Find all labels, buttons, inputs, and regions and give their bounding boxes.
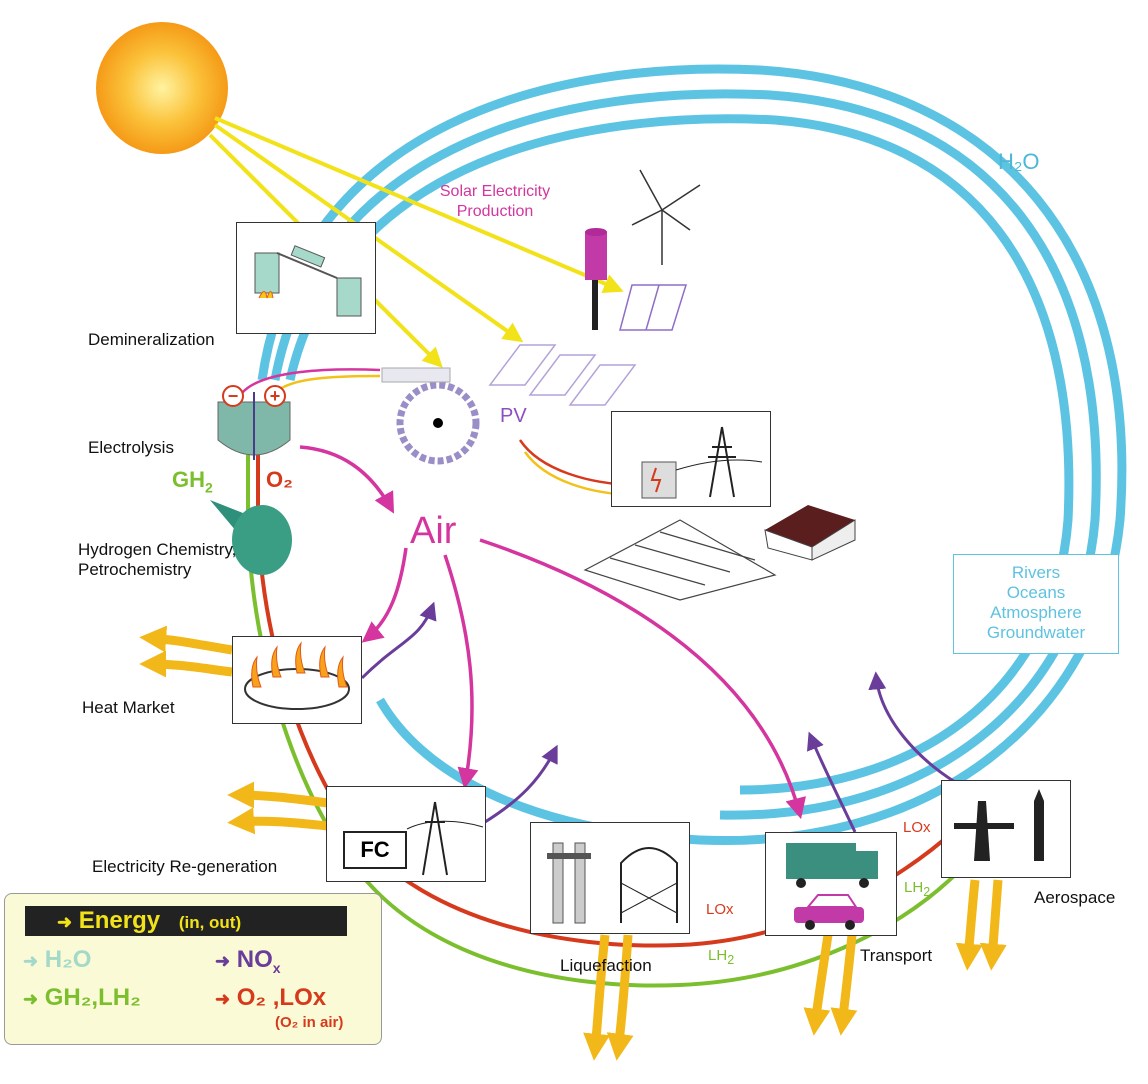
legend-gh2-lh2: ➜ GH₂,LH₂ — [23, 984, 141, 1012]
water-reservoirs-box: Rivers Oceans Atmosphere Groundwater — [953, 554, 1119, 654]
legend-energy-bar — [25, 906, 347, 936]
car-icon — [794, 894, 864, 930]
h2o-label: H₂O — [998, 149, 1040, 174]
lox-label-liquefaction: LOx — [706, 901, 734, 918]
house-icon — [764, 505, 856, 561]
electrolysis-label: Electrolysis — [88, 438, 174, 457]
rivers-text: Rivers — [1011, 563, 1061, 582]
legend-h2o-text: H₂O — [44, 946, 92, 973]
power-pylon-icon-2 — [406, 801, 484, 876]
wind-turbine-icon — [631, 169, 701, 265]
grid-connection-panel — [611, 411, 771, 507]
distillation-icon — [254, 245, 362, 317]
power-pylon-icon — [641, 426, 763, 499]
lh2-label-transport: LH2 — [904, 878, 930, 902]
lh2-label-liquefaction: LH2 — [708, 946, 734, 970]
lh2-label-liquefaction-sub: 2 — [727, 953, 735, 967]
legend-h2o: ➜ H₂O — [23, 946, 91, 974]
legend-o2-arrow-icon: ➜ — [215, 989, 231, 1009]
hydrogen-chemistry-label: Hydrogen Chemistry, Petrochemistry — [78, 540, 237, 579]
liquefaction-panel — [530, 822, 690, 934]
legend-nox: ➜ NOx — [215, 946, 281, 976]
legend: ➜ Energy (in, out) ➜ H₂O ➜ NOx ➜ GH₂,LH₂… — [4, 893, 382, 1045]
transport-label: Transport — [860, 946, 933, 965]
demineralization-label: Demineralization — [88, 330, 215, 349]
legend-nox-text: NO — [236, 946, 273, 973]
legend-energy-text: Energy — [78, 907, 161, 934]
sun-icon — [96, 22, 228, 154]
demineralization-panel — [236, 222, 376, 334]
generator-wheel-icon — [381, 367, 480, 465]
storage-tank-icon — [547, 842, 678, 924]
lh2-label-transport-text: LH — [904, 879, 924, 896]
groundwater-text: Groundwater — [986, 623, 1086, 642]
heat-market-label: Heat Market — [82, 698, 175, 717]
aerospace-label: Aerospace — [1034, 888, 1116, 907]
vehicles-icon — [786, 843, 878, 930]
atmosphere-text: Atmosphere — [990, 603, 1082, 622]
svg-text:−: − — [228, 386, 239, 406]
aerospace-panel — [941, 780, 1071, 878]
electricity-regeneration-panel: FC — [326, 786, 486, 882]
transport-panel — [765, 832, 897, 936]
electricity-regeneration-label: Electricity Re-generation — [92, 857, 278, 876]
o2-label: O₂ — [266, 467, 293, 492]
air-flow-arrows — [299, 445, 806, 820]
lh2-label-transport-sub: 2 — [923, 885, 931, 899]
pv-array-icon — [488, 344, 637, 406]
legend-h2-arrow-icon: ➜ — [23, 989, 39, 1009]
legend-energy-arrow-icon: ➜ — [57, 912, 73, 932]
compressor-icon — [210, 500, 292, 575]
heat-market-panel — [232, 636, 362, 724]
airplane-icon — [954, 801, 1014, 861]
lh2-label-liquefaction-text: LH — [708, 947, 728, 964]
legend-energy-note: (in, out) — [178, 913, 242, 932]
legend-energy-label: ➜ Energy (in, out) — [57, 907, 241, 935]
solar-tower-icon — [585, 228, 607, 330]
oceans-text: Oceans — [1006, 583, 1066, 602]
liquefaction-label: Liquefaction — [560, 956, 652, 975]
legend-nox-sub: x — [272, 959, 281, 976]
air-label: Air — [410, 510, 457, 552]
fuel-cell-icon: FC — [343, 831, 407, 869]
solar-panel-icon — [619, 284, 688, 331]
pv-label: PV — [500, 405, 527, 427]
legend-gh2-lh2-text: GH₂,LH₂ — [44, 984, 141, 1011]
legend-nox-arrow-icon: ➜ — [215, 951, 231, 971]
lox-label-transport: LOx — [903, 819, 931, 836]
svg-text:+: + — [270, 386, 281, 406]
solar-electricity-label: Solar Electricity Production — [439, 183, 551, 220]
flame-icon — [244, 641, 350, 710]
legend-o2-in-air: (O₂ in air) — [275, 1014, 344, 1031]
nox-arrows — [360, 601, 956, 833]
gh2-label-sub: 2 — [205, 479, 213, 496]
truck-icon — [786, 843, 878, 888]
legend-h2o-arrow-icon: ➜ — [23, 951, 39, 971]
legend-o2-lox: ➜ O₂ ,LOx — [215, 984, 326, 1012]
rocket-icon — [1034, 789, 1044, 861]
gh2-label: GH2 — [172, 467, 213, 497]
electrolysis-tank-icon: − + — [217, 385, 291, 460]
gh2-label-text: GH — [172, 467, 205, 492]
greenhouse-icon — [583, 519, 777, 601]
aerospace-icon — [954, 789, 1044, 861]
legend-o2-lox-text: O₂ ,LOx — [236, 984, 327, 1011]
heat-output-arrows — [139, 625, 1007, 1061]
